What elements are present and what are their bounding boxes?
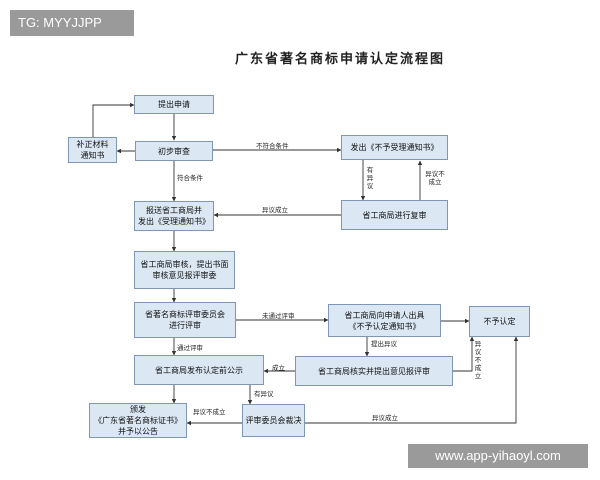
label-not-qualified: 不符合条件 [256,142,289,150]
node-submit-accept: 报送省工商局并 发出《受理通知书》 [134,201,214,231]
edge-ruling-to-not-recognize [305,336,519,424]
diagram-title: 广东省著名商标申请认定流程图 [234,52,445,67]
node-bureau-rereview: 省工商局进行复审 [341,200,448,230]
node-prelim-review: 初步审查 [135,141,213,161]
source-tag: TG: MYYJJPP [10,10,134,36]
node-reject-notice: 发出《不予受理通知书》 [341,135,448,160]
node-bureau-review: 省工商局审核，提出书面 审核意见报评审委 [134,251,235,289]
label-not-passed: 未通过评审 [262,312,295,320]
label-objection-rejected-bottom: 异议不成立 [193,408,226,416]
label-qualified: 符合条件 [177,174,203,182]
watermark: www.app-yihaoyl.com [408,444,588,468]
node-not-recognize: 不予认定 [469,306,530,337]
node-issue: 颁发 《广东省著名商标证书》 并予以公告 [89,403,187,438]
label-upheld: 成立 [272,364,285,372]
label-has-objection: 有异议 [254,390,274,398]
node-committee-review: 省著名商标评审委员会 进行评审 [134,302,236,338]
node-bureau-not-recognize: 省工商局向申请人出具 《不予认定通知书》 [328,304,441,337]
label-objection-upheld-bottom: 异议成立 [372,414,398,422]
label-objection-rejected-right: 异议不成立 [474,340,482,380]
label-objection: 有异议 [366,166,374,190]
label-passed: 通过评审 [177,344,203,352]
edge-supplement-to-apply [92,102,135,137]
node-supplement: 补正材料 通知书 [68,137,117,163]
edge-verify-to-not-recognize [453,336,475,372]
label-objection-upheld: 异议成立 [262,206,288,214]
node-publicize: 省工商局发布认定前公示 [134,355,264,385]
node-verify-objection: 省工商局核实并提出意见报评审 [295,356,453,386]
node-apply: 提出申请 [134,95,214,114]
label-raise-objection: 提出异议 [371,340,397,348]
node-committee-ruling: 评审委员会裁决 [242,404,305,437]
label-objection-rejected: 异议不成立 [425,170,445,186]
